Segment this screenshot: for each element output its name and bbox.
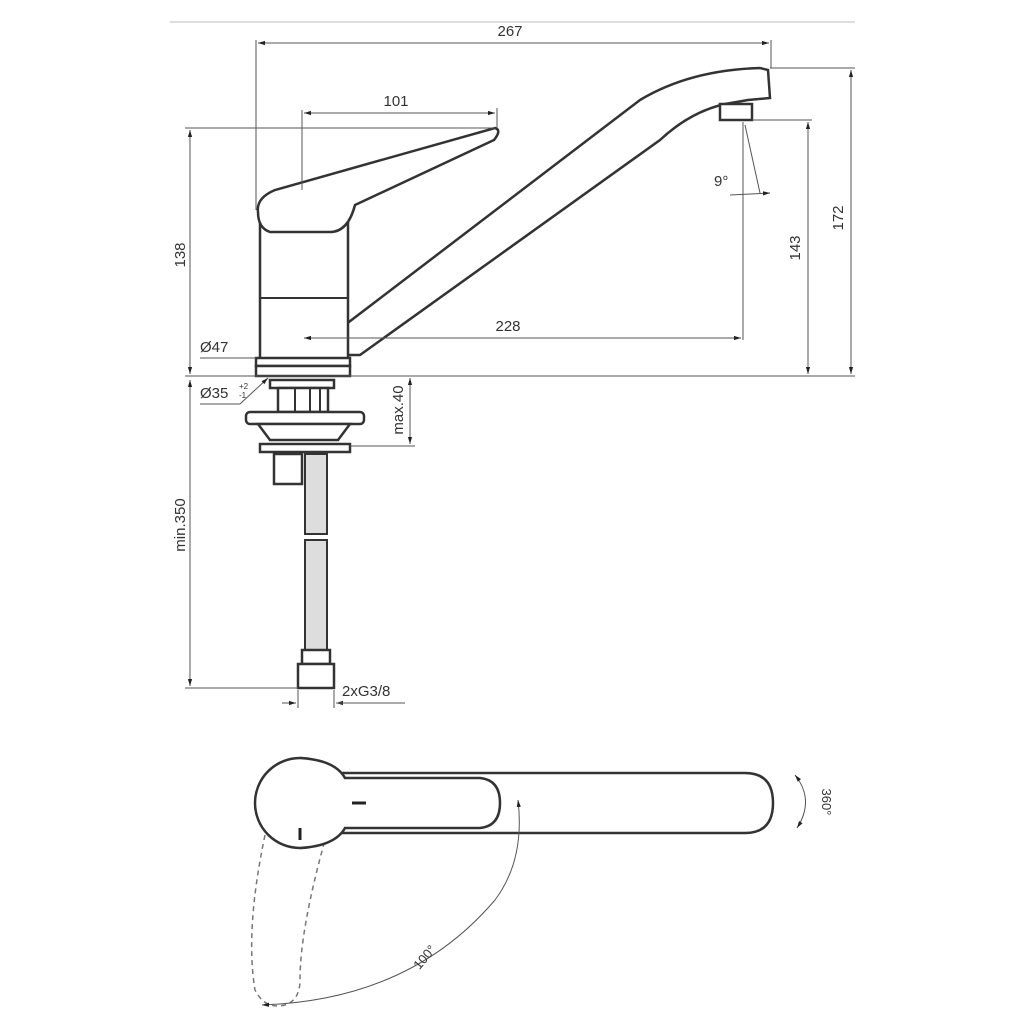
dim-hole-diameter: Ø35 bbox=[200, 385, 228, 402]
spout bbox=[338, 66, 772, 357]
base-ring bbox=[254, 364, 352, 378]
dimension-lines bbox=[185, 40, 855, 708]
dim-connection: 2xG3/8 bbox=[342, 683, 390, 700]
rotation-arc-360 bbox=[794, 774, 806, 829]
dim-lever-height: 138 bbox=[172, 242, 189, 267]
dim-lever-rotation: 100° bbox=[410, 942, 439, 972]
mounting-washer bbox=[244, 410, 366, 426]
hose-nut bbox=[272, 452, 304, 486]
dim-overall-length: 267 bbox=[497, 23, 522, 40]
lever-handle bbox=[256, 126, 500, 234]
faucet-top-view bbox=[250, 756, 806, 1007]
nut-plate bbox=[258, 442, 352, 454]
dim-outlet-height: 143 bbox=[787, 235, 804, 260]
dim-spout-angle: 9° bbox=[714, 173, 728, 190]
dim-hole-tol-plus: +2 bbox=[239, 382, 249, 391]
dim-spout-reach: 228 bbox=[495, 318, 520, 335]
faucet-body bbox=[258, 218, 350, 362]
aerator bbox=[718, 102, 754, 122]
hose-upper bbox=[304, 453, 328, 535]
dim-total-height: 172 bbox=[830, 205, 847, 230]
hose-lower bbox=[304, 539, 328, 651]
dim-lever-length: 101 bbox=[383, 93, 408, 110]
dim-deck-thickness: max.40 bbox=[390, 385, 407, 434]
dim-hole-tol-minus: -1 bbox=[239, 391, 247, 400]
dim-hose-length: min.350 bbox=[172, 498, 189, 551]
hose-connector bbox=[296, 662, 336, 690]
lever-rotated-outline bbox=[250, 834, 326, 1007]
rotation-arc-100 bbox=[261, 799, 521, 1007]
faucet-side-view bbox=[244, 66, 772, 690]
dim-spout-rotation: 360° bbox=[819, 789, 834, 816]
dim-base-diameter: Ø47 bbox=[200, 339, 228, 356]
